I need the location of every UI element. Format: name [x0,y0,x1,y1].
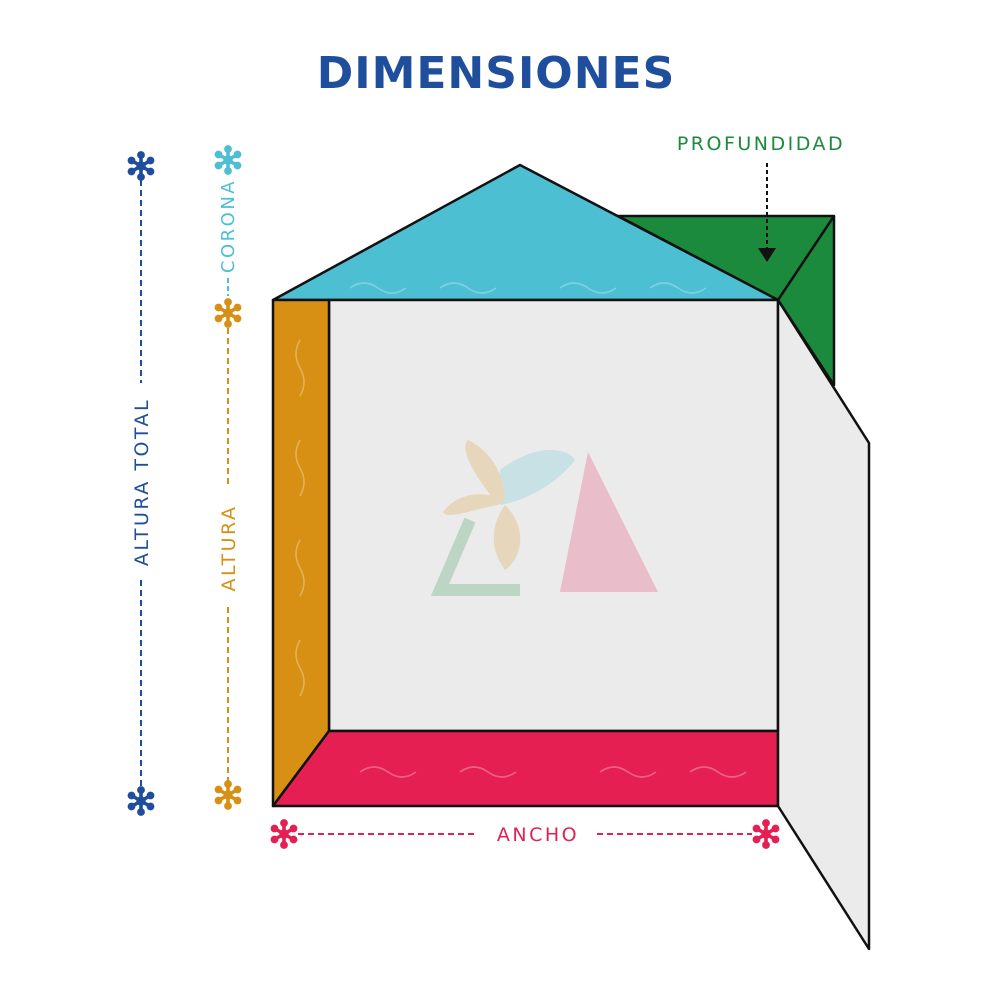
label-altura: ALTURA [218,505,240,592]
left-wall [271,298,331,808]
asterisk-flower-icon [126,784,156,818]
floor [271,729,780,808]
floor-ornament [359,766,747,778]
back-panel [327,298,780,733]
asterisk-flower-icon [751,817,781,851]
asterisk-flower-icon [213,143,243,177]
depth-edge [776,215,836,301]
label-corona: CORONA [218,179,239,273]
roof-ornament [349,282,707,294]
label-profundidad: PROFUNDIDAD [677,133,845,155]
altura-total-dimension: ALTURA TOTAL [126,149,156,818]
label-altura-total: ALTURA TOTAL [131,398,153,566]
ancho-dimension: ANCHO [269,817,781,851]
asterisk-flower-icon [269,817,299,851]
altura-dimension: ALTURA [213,296,243,812]
page-title: DIMENSIONES [317,48,676,99]
corona-dimension: CORONA [213,143,243,296]
label-ancho: ANCHO [497,824,579,846]
side-door-panel [776,298,871,951]
asterisk-flower-icon [126,149,156,183]
left-wall-ornament [295,339,305,697]
asterisk-flower-icon [213,296,243,330]
leaf-logo-watermark [430,440,658,596]
dashed-arrow-down-icon [758,163,776,262]
asterisk-flower-icon [213,778,243,812]
